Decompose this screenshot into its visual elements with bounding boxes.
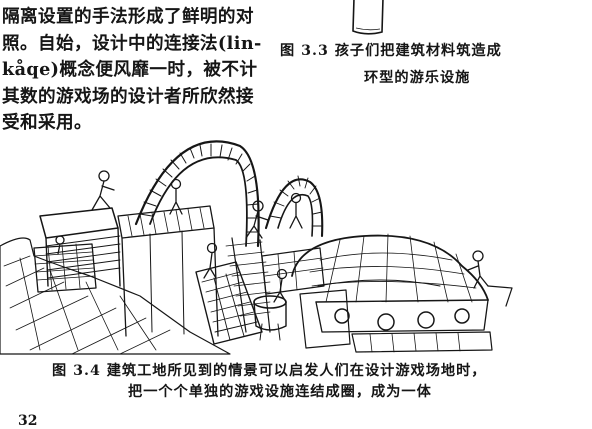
- figure-3-4-caption: 图 3.4 建筑工地所见到的情景可以启发人们在设计游戏场地时， 把一个个单独的游…: [52, 361, 592, 403]
- page-number: 32: [18, 413, 38, 429]
- body-text-line: 受和采用。: [2, 112, 92, 133]
- figure-3-3-caption: 图 3.3 孩子们把建筑材料筑造成 环型的游乐设施: [280, 38, 590, 92]
- body-text-line: 其数的游戏场的设计者所欣然接: [2, 85, 254, 107]
- figure-3-4-caption-line: 把一个个单独的游戏设施连结成圈，成为一体: [128, 384, 432, 400]
- figure-3-3-illustration-fragment: [352, 0, 384, 35]
- body-text: 隔离设置的手法形成了鲜明的对 照。自始，设计中的连接法(lin- kåqe)概念…: [2, 4, 272, 137]
- figure-3-3-caption-line: 环型的游乐设施: [364, 70, 471, 86]
- figure-3-4-caption-line: 图 3.4 建筑工地所见到的情景可以启发人们在设计游戏场地时，: [52, 363, 487, 379]
- body-text-line: 照。自始，设计中的连接法(lin-: [2, 32, 262, 54]
- playground-construction-site-illustration: [0, 140, 513, 355]
- body-text-line: 隔离设置的手法形成了鲜明的对: [2, 6, 254, 27]
- figure-3-3-caption-line: 图 3.3 孩子们把建筑材料筑造成: [280, 43, 502, 59]
- body-text-line: kåqe)概念便风靡一时，被不计: [2, 59, 258, 80]
